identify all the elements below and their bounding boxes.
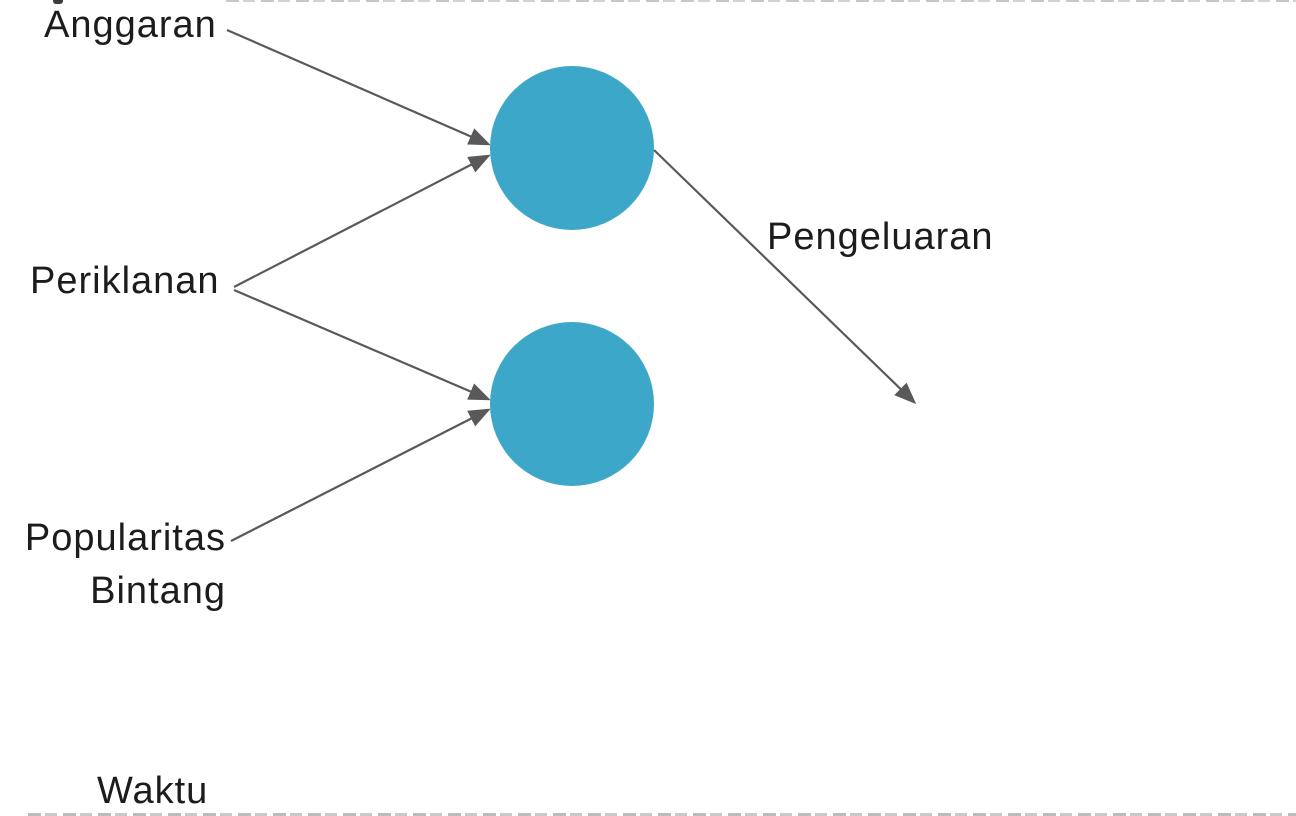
- cropped-text-artifact-bottom: [28, 813, 1296, 816]
- label-popularitas-bintang: Popularitas Bintang: [24, 517, 226, 612]
- label-waktu: Waktu: [97, 770, 209, 812]
- edge-anggaran-to-node-top: [226, 28, 491, 146]
- label-pengeluaran: Pengeluaran: [767, 216, 994, 258]
- cropped-text-artifact-blob: [53, 0, 63, 4]
- label-periklanan: Periklanan: [30, 260, 220, 302]
- edge-periklanan-to-node-top: [233, 154, 491, 288]
- edge-periklanan-to-node-bottom: [233, 288, 491, 401]
- edge-popularitas-to-node-bottom: [230, 408, 491, 542]
- label-anggaran: Anggaran: [44, 4, 217, 46]
- edge-node-top-to-pengeluaran: [653, 149, 917, 405]
- cropped-text-artifact-top: [226, 0, 1296, 2]
- node-bottom: [490, 322, 654, 486]
- node-top: [490, 66, 654, 230]
